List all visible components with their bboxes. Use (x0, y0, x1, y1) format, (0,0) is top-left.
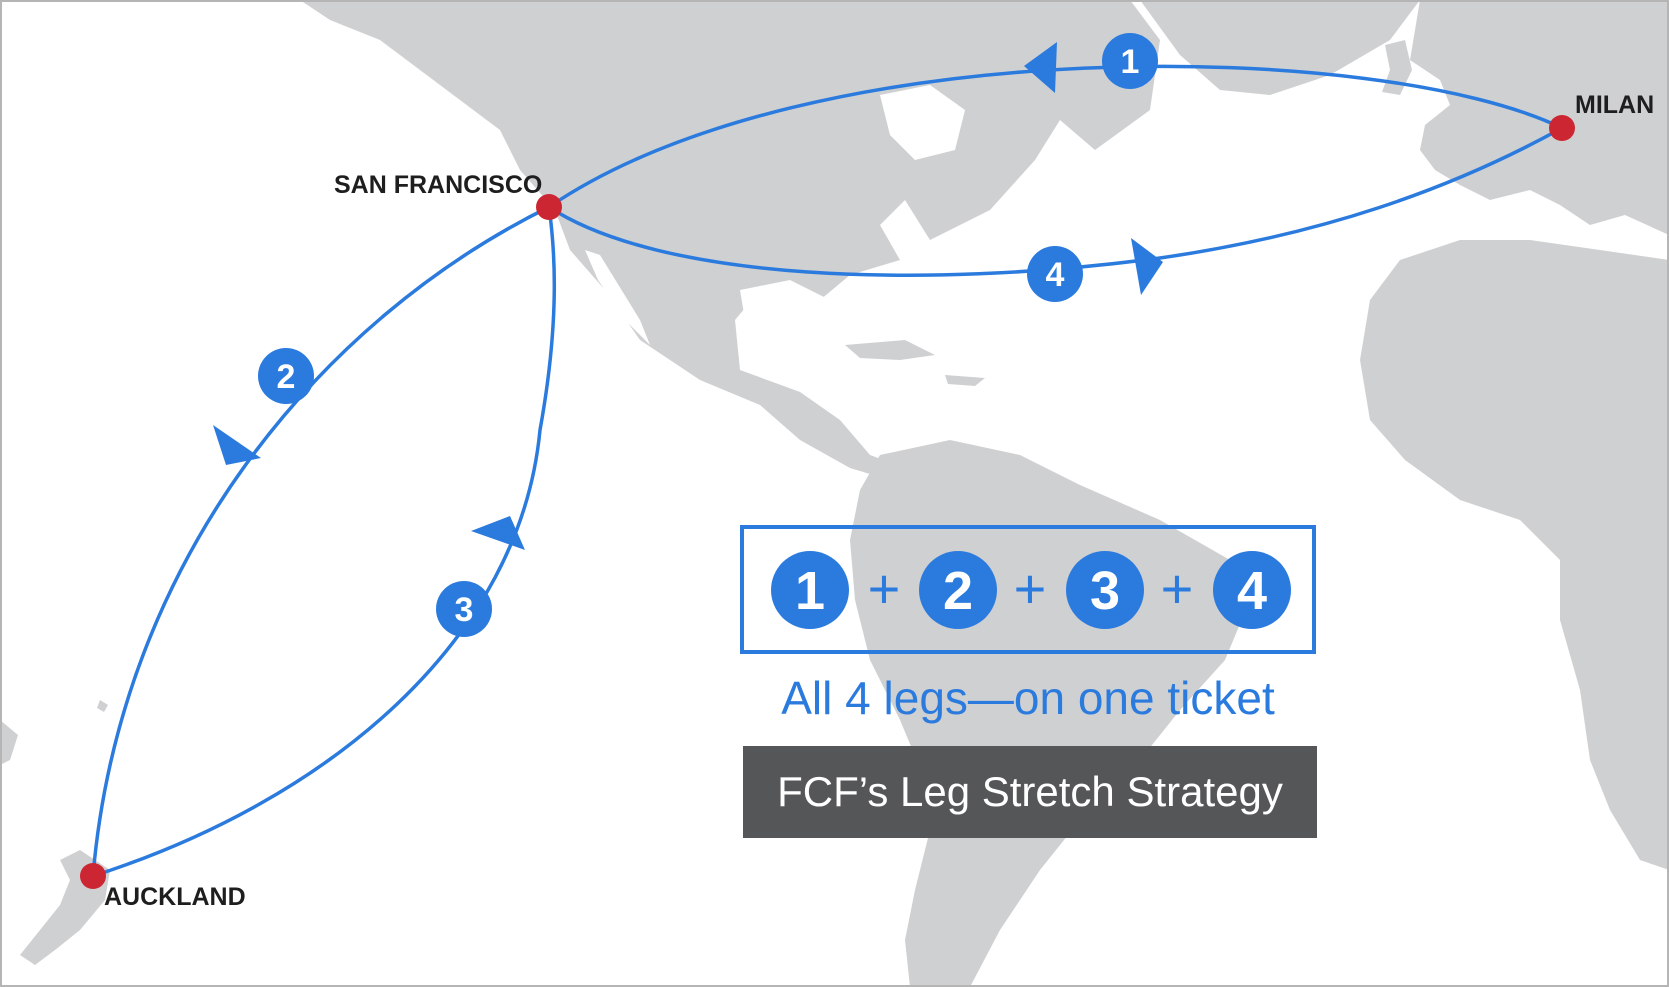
equation-plus-3: + (1161, 557, 1194, 620)
leg-badge-2-circle (258, 348, 314, 404)
gulf-of-mexico (740, 280, 830, 345)
landmass-greenland (1140, 0, 1420, 95)
leg-badge-4-circle (1027, 246, 1083, 302)
city-dot-auckland (80, 863, 106, 889)
leg-badge-1: 1 (1102, 33, 1158, 89)
arrow-leg-2-icon (213, 425, 261, 465)
city-label-milan: MILAN (1575, 91, 1654, 119)
equation-circle-3 (1066, 551, 1144, 629)
routes (91, 64, 1563, 878)
landmass-britain (1382, 40, 1412, 95)
arrow-leg-4-icon (1131, 238, 1163, 295)
city-label-san-francisco: SAN FRANCISCO (334, 171, 542, 199)
equation-box-border (740, 525, 1316, 654)
leg-badge-1-number: 1 (1121, 43, 1140, 81)
arrow-leg-3-icon (471, 516, 525, 550)
city-dot-san-francisco (536, 194, 562, 220)
leg-badge-3-circle (436, 581, 492, 637)
equation-circle-4 (1213, 551, 1291, 629)
strategy-banner-bg (743, 746, 1317, 838)
city-markers (80, 115, 1575, 889)
landmass-africa (1360, 240, 1669, 870)
landmass-islet (97, 700, 108, 712)
route-leg-2 (91, 205, 550, 877)
leg-badge-3-number: 3 (455, 591, 474, 629)
strategy-banner-title: FCF’s Leg Stretch Strategy (777, 768, 1283, 815)
city-dot-milan (1549, 115, 1575, 141)
equation-number-2: 2 (943, 561, 973, 621)
equation-number-3: 3 (1090, 561, 1120, 621)
city-label-auckland: AUCKLAND (104, 883, 246, 911)
route-leg-1 (548, 64, 1563, 209)
caribbean-islands (845, 340, 985, 386)
equation-plus-1: + (868, 557, 901, 620)
landmass-north-america (300, 0, 1160, 495)
route-leg-4 (548, 126, 1563, 278)
leg-badge-4: 4 (1027, 246, 1083, 302)
hudson-bay (880, 85, 965, 160)
leg-badge-3: 3 (436, 581, 492, 637)
tagline: All 4 legs—on one ticket (781, 672, 1275, 724)
equation-plus-2: + (1014, 557, 1047, 620)
equation-number-4: 4 (1237, 561, 1267, 621)
gulf-of-california (585, 250, 650, 345)
equation-number-1: 1 (795, 561, 825, 621)
equation-circle-1 (771, 551, 849, 629)
leg-badge-2-number: 2 (277, 358, 296, 396)
leg-badge-2: 2 (258, 348, 314, 404)
leg-badge-1-circle (1102, 33, 1158, 89)
leg-badge-4-number: 4 (1046, 256, 1065, 294)
route-leg-3 (92, 206, 557, 878)
route-arrows (213, 42, 1163, 550)
arrow-leg-1-icon (1024, 42, 1057, 93)
equation-circle-2 (919, 551, 997, 629)
legs-equation-box: 1 + 2 + 3 + 4 (740, 525, 1316, 654)
landmass-australia-edge (0, 720, 18, 765)
strategy-banner: FCF’s Leg Stretch Strategy (743, 746, 1317, 838)
